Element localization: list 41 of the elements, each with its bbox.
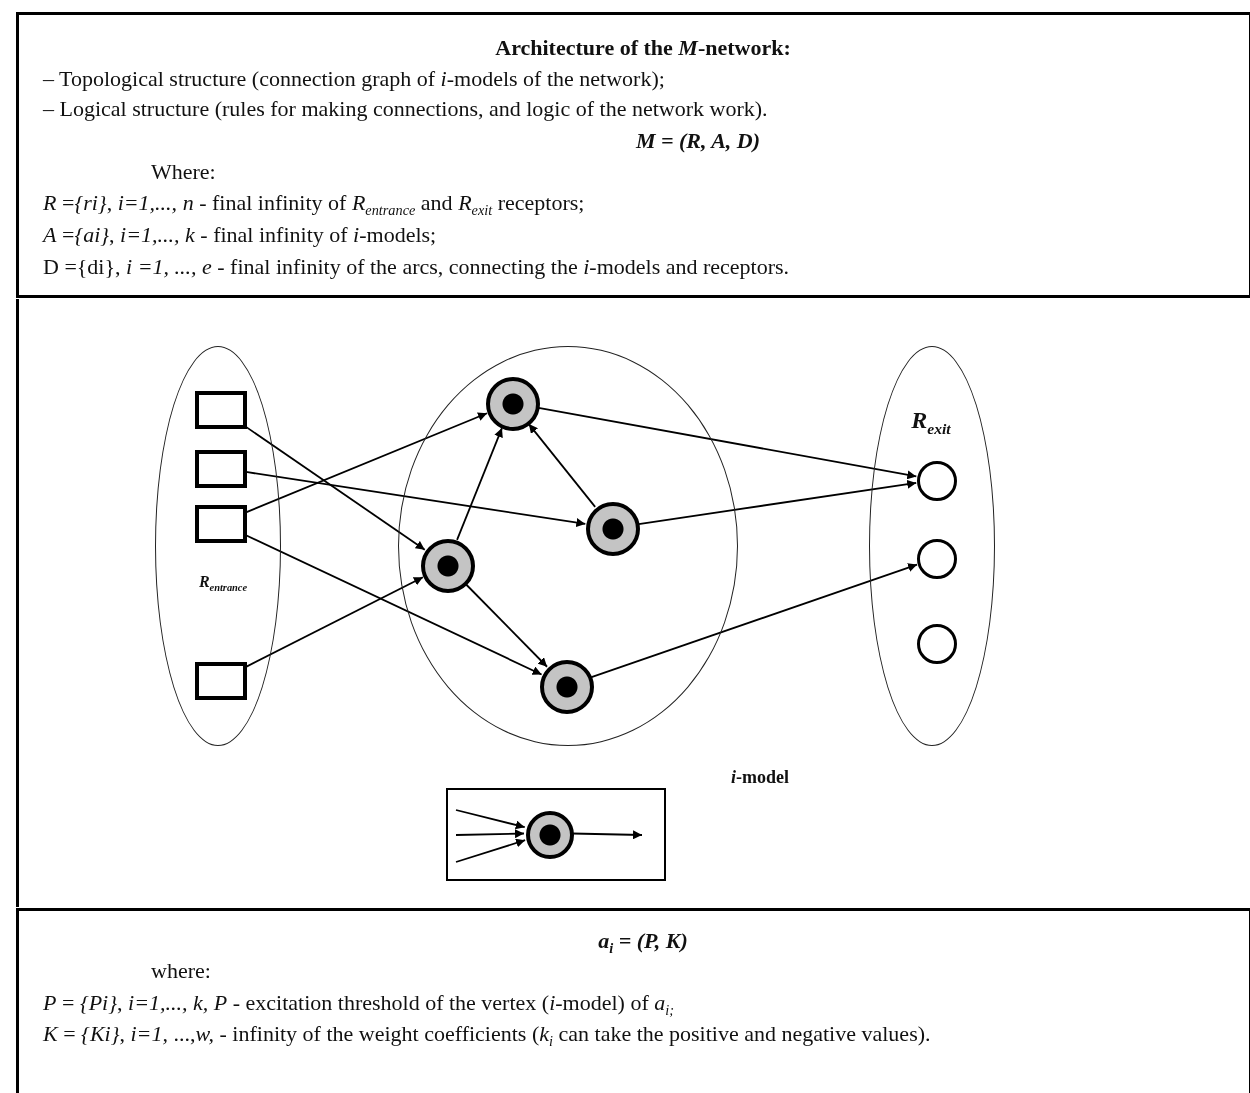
legend-frame — [446, 788, 666, 881]
arrow — [527, 423, 597, 508]
receptor-square — [195, 662, 247, 700]
definition-text: D ={di}, i =1, ..., e - final infinity of the arcs, connecting the i-models and receptors. — [43, 254, 790, 280]
receptor-circle — [917, 539, 957, 579]
bullet-text: – Logical structure (rules for making connections, and logic of the network work). — [43, 96, 768, 122]
i-model-node — [586, 502, 640, 556]
definition-text: A ={ai}, i=1,..., k - final infinity of i-models; — [43, 222, 437, 248]
text-line: where: — [151, 958, 211, 984]
i-model-node — [540, 660, 594, 714]
i-model-node — [526, 811, 574, 859]
text-panel — [16, 12, 1250, 298]
definition-text: R ={ri}, i=1,..., n - final infinity of R$_{entrance}$ and R$_{exit}$ receptors; — [43, 190, 585, 221]
arrow — [245, 425, 426, 551]
text-line: Where: — [151, 159, 216, 185]
receptor-square — [195, 391, 247, 429]
group-ellipse — [398, 346, 738, 746]
text-panel — [16, 908, 1250, 1093]
definition-text: K = {Ki}, i=1, ...,w, - infinity of the weight coefficients (k$_{i}$ can take the positive and negative values). — [43, 1021, 931, 1052]
heading: Architecture of the M-network: — [495, 35, 791, 61]
formula: M = (R, A, D) — [635, 128, 761, 154]
receptor-circle — [917, 624, 957, 664]
definition-text: P = {Pi}, i=1,..., k, P - excitation threshold of the vertex (i-model) of a$_{i;}$ — [43, 990, 674, 1021]
group-label: R$_{entrance}$ — [198, 572, 248, 596]
arrow — [590, 563, 918, 679]
arrow — [455, 809, 526, 830]
bullet-text: – Topological structure (connection graph of i-models of the network); — [43, 66, 665, 92]
i-model-node — [486, 377, 540, 431]
i-model-node — [421, 539, 475, 593]
arrow — [537, 406, 918, 480]
receptor-square — [195, 505, 247, 543]
arrow — [637, 479, 918, 525]
receptor-circle — [917, 461, 957, 501]
receptor-square — [195, 450, 247, 488]
group-label: R$_{exit}$ — [911, 407, 951, 439]
arrow — [456, 427, 503, 541]
arrow — [465, 583, 548, 668]
node-label: i-model — [731, 766, 789, 789]
arrow — [455, 838, 526, 863]
formula: a$_{i}$ = (P, K) — [598, 928, 688, 959]
arrow — [455, 829, 525, 839]
